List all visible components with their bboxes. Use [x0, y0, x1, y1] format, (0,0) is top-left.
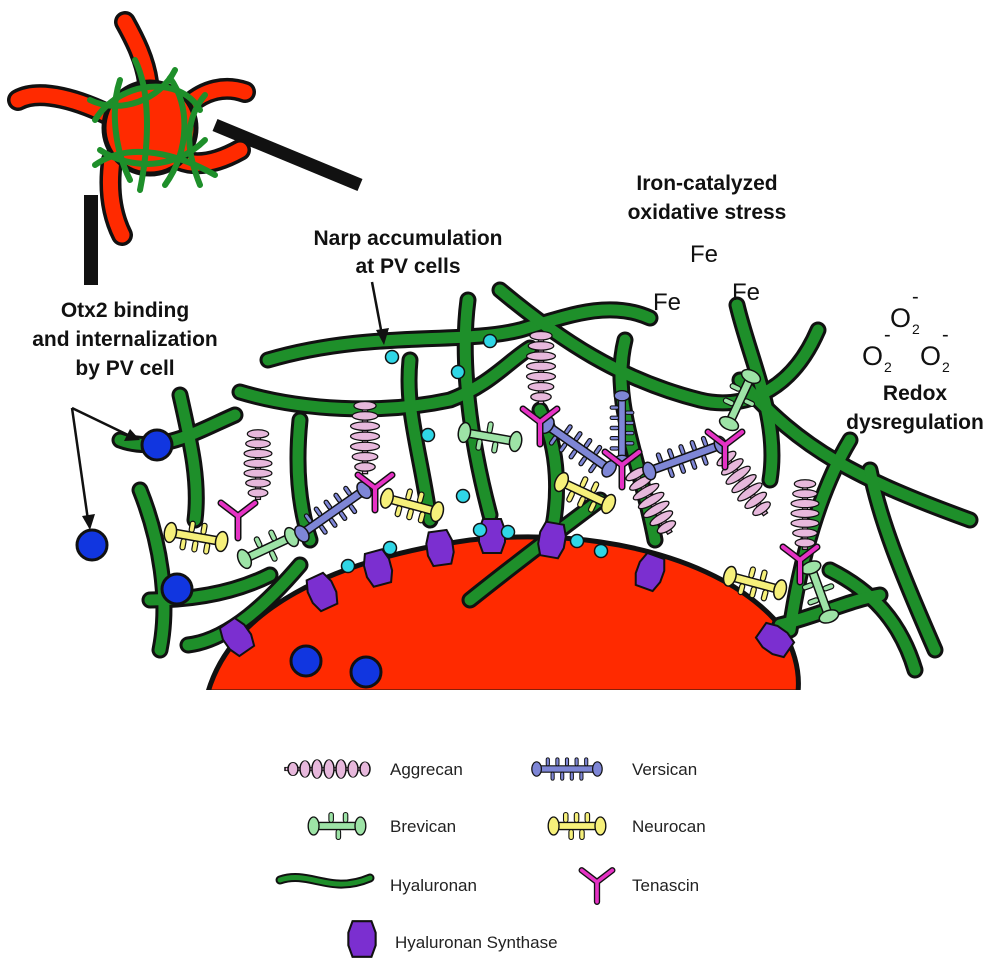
fe-label-2: Fe — [653, 289, 681, 316]
superoxide-top: O 2 - — [890, 286, 920, 337]
otx2-label-line2: and internalization — [32, 328, 218, 351]
redox-label-line2: dysregulation — [846, 411, 984, 434]
tenascin-swatch-icon — [582, 870, 613, 902]
svg-text:Aggrecan: Aggrecan — [390, 760, 463, 779]
otx2-complex — [7, 11, 363, 285]
legend: Aggrecan Versican Brevican Neurocan Hyal… — [275, 757, 706, 958]
otx2-label-line3: by PV cell — [75, 357, 174, 380]
svg-text:Neurocan: Neurocan — [632, 817, 706, 836]
brevican-swatch-icon — [307, 811, 367, 841]
legend-versican: Versican — [531, 757, 697, 781]
aggrecan-1 — [243, 429, 273, 501]
otx2-arrow-b — [70, 407, 90, 521]
narp-label-line2: at PV cells — [355, 255, 460, 278]
svg-text:-: - — [912, 286, 919, 308]
synthase-swatch-icon — [347, 920, 377, 958]
svg-text:Brevican: Brevican — [390, 817, 456, 836]
iron-label-line1: Iron-catalyzed — [636, 172, 777, 195]
fe-label-3: Fe — [732, 279, 760, 306]
fe-label-1: Fe — [690, 241, 718, 268]
otx2-arrow-a — [71, 406, 131, 438]
legend-tenascin: Tenascin — [582, 870, 699, 902]
svg-text:2: 2 — [942, 359, 950, 375]
legend-brevican: Brevican — [307, 811, 456, 841]
otx2-dots — [75, 428, 383, 689]
legend-neurocan: Neurocan — [547, 811, 706, 841]
arrows — [70, 281, 384, 521]
svg-text:O: O — [890, 303, 911, 333]
svg-text:2: 2 — [884, 359, 892, 375]
brevican-2 — [455, 415, 525, 459]
aggrecan-swatch-icon — [284, 758, 371, 780]
superoxide-right: O 2 - — [920, 324, 950, 375]
svg-text:-: - — [942, 324, 949, 346]
svg-text:-: - — [884, 324, 891, 346]
svg-text:O: O — [920, 341, 941, 371]
legend-hyaluronan-synthase: Hyaluronan Synthase — [347, 920, 558, 958]
svg-text:Hyaluronan Synthase: Hyaluronan Synthase — [395, 933, 558, 952]
legend-hyaluronan: Hyaluronan — [275, 873, 477, 895]
narp-arrow — [370, 281, 384, 336]
neurocan-2 — [376, 481, 448, 529]
svg-text:O: O — [862, 341, 883, 371]
svg-text:Versican: Versican — [632, 760, 697, 779]
svg-text:Hyaluronan: Hyaluronan — [390, 876, 477, 895]
narp-label-line1: Narp accumulation — [313, 227, 502, 250]
iron-label-line2: oxidative stress — [628, 201, 787, 224]
versican-swatch-icon — [531, 757, 603, 781]
neurocan-swatch-icon — [547, 811, 607, 841]
superoxide-left: O 2 - — [862, 324, 892, 375]
otx2-label-line1: Otx2 binding — [61, 299, 189, 322]
legend-aggrecan: Aggrecan — [284, 758, 463, 780]
narp-dots — [340, 333, 609, 574]
svg-text:2: 2 — [912, 321, 920, 337]
redox-label-line1: Redox — [883, 382, 948, 405]
svg-text:Tenascin: Tenascin — [632, 876, 699, 895]
